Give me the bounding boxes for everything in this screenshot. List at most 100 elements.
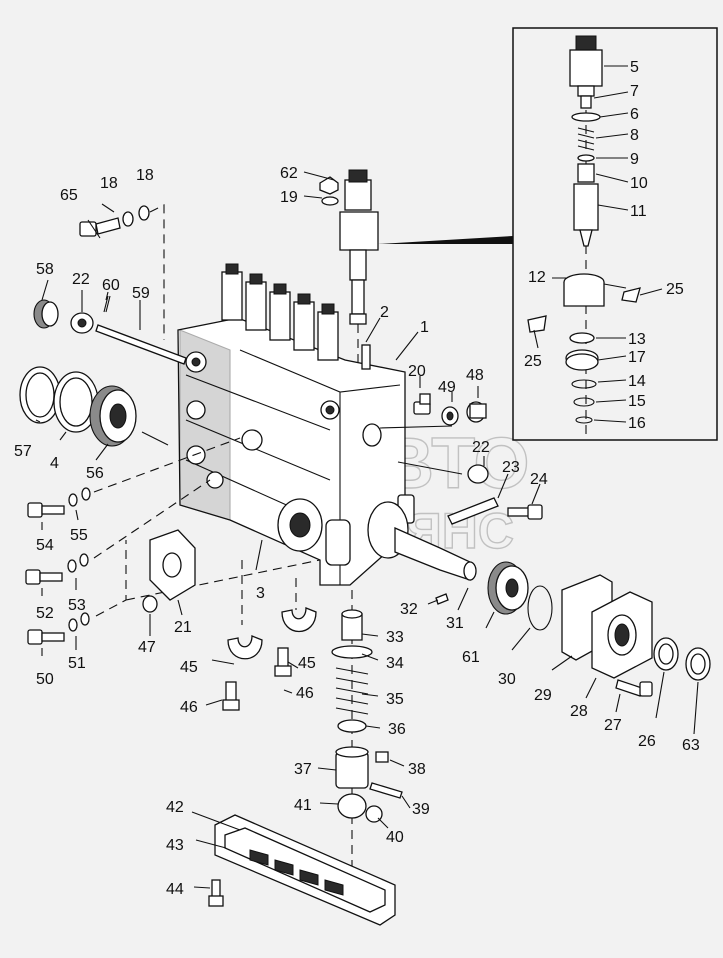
- callout-32: 32: [400, 601, 418, 618]
- ring-9: [577, 154, 595, 162]
- callout-26: 26: [638, 733, 656, 750]
- callout-30: 30: [498, 671, 516, 688]
- roller-41: [337, 793, 367, 819]
- bolt-50: [27, 629, 65, 645]
- callout-17: 17: [628, 349, 646, 366]
- leader-56: [141, 431, 169, 446]
- callout-2: 2: [380, 304, 389, 321]
- callout-62: 62: [280, 165, 298, 182]
- callout-29: 29: [534, 687, 552, 704]
- callout-60: 60: [102, 277, 120, 294]
- callout-57: 57: [14, 443, 32, 460]
- pin-39: [369, 782, 403, 799]
- callout-12: 12: [528, 269, 546, 286]
- washers-18: [122, 205, 150, 227]
- callout-18-left: 18: [100, 175, 118, 192]
- washer-19: [321, 196, 339, 206]
- ring-17: [565, 349, 599, 371]
- callout-38: 38: [408, 761, 426, 778]
- cap-48: [466, 401, 487, 423]
- washers-55: [68, 487, 91, 507]
- spring-8: [577, 127, 595, 151]
- cap-22-left: [70, 312, 94, 334]
- callout-53: 53: [68, 597, 86, 614]
- callout-35: 35: [386, 691, 404, 708]
- ring-16: [575, 416, 593, 424]
- callout-labels: 1 2 3 4 5 6 7 8 9 10 11 12 13 14 15 16 1…: [14, 59, 700, 898]
- callout-49: 49: [438, 379, 456, 396]
- callout-40: 40: [386, 829, 404, 846]
- pump-housing: [177, 263, 477, 586]
- inset-pointer-arrow: [378, 236, 513, 244]
- cap-22-right: [467, 464, 489, 484]
- callout-55: 55: [70, 527, 88, 544]
- callout-33: 33: [386, 629, 404, 646]
- callout-56: 56: [86, 465, 104, 482]
- spring-seat-34: [331, 645, 373, 659]
- ring-13: [569, 332, 595, 344]
- callout-13: 13: [628, 331, 646, 348]
- callout-11: 11: [630, 203, 647, 220]
- washers-51: [68, 612, 90, 632]
- callout-20: 20: [408, 363, 426, 380]
- spring-35: [335, 667, 369, 715]
- ring-63: [685, 647, 711, 681]
- callout-1: 1: [420, 319, 429, 336]
- leaders-45: [241, 560, 297, 625]
- bolt-44: [208, 879, 224, 907]
- nut-62: [319, 176, 339, 195]
- plug-58: [33, 299, 59, 329]
- callout-8: 8: [630, 127, 639, 144]
- callout-63: 63: [682, 737, 700, 754]
- bolt-52: [25, 569, 63, 585]
- callout-54: 54: [36, 537, 54, 554]
- callout-51: 51: [68, 655, 86, 672]
- clamp-45-left: [227, 635, 263, 660]
- callout-23: 23: [502, 459, 520, 476]
- pin-32: [435, 593, 449, 605]
- callout-36: 36: [388, 721, 406, 738]
- ring-49: [441, 406, 459, 426]
- injector-detail-inset: [512, 27, 718, 441]
- washers-53: [67, 553, 89, 573]
- washer-6: [571, 112, 601, 122]
- callout-4: 4: [50, 455, 59, 472]
- callout-28: 28: [570, 703, 588, 720]
- callout-47: 47: [138, 639, 156, 656]
- bearing-61: [487, 561, 529, 615]
- valve-holder-5: [569, 35, 603, 97]
- callout-6: 6: [630, 106, 639, 123]
- callout-27: 27: [604, 717, 622, 734]
- callout-19: 19: [280, 189, 298, 206]
- element-11: [573, 183, 599, 247]
- callout-15: 15: [628, 393, 646, 410]
- leaders-bolts: [93, 437, 321, 617]
- cover-28: [591, 591, 653, 679]
- base-plate-42: [214, 814, 396, 926]
- gasket-21: [149, 529, 196, 601]
- callout-48: 48: [466, 367, 484, 384]
- callout-31: 31: [446, 615, 464, 632]
- callout-52: 52: [36, 605, 54, 622]
- callout-41: 41: [294, 797, 312, 814]
- callout-61: 61: [462, 649, 480, 666]
- tappet-37: [335, 746, 369, 789]
- clip-25-left: [527, 315, 547, 333]
- callout-45-left: 45: [180, 659, 198, 676]
- bolt-2: [361, 344, 371, 370]
- callout-42: 42: [166, 799, 184, 816]
- callout-14: 14: [628, 373, 646, 390]
- callout-25-right: 25: [666, 281, 684, 298]
- callout-25-left: 25: [524, 353, 542, 370]
- seal-26: [653, 637, 679, 671]
- leader-lines: [35, 65, 699, 889]
- callout-24: 24: [530, 471, 548, 488]
- clip-25-right: [621, 287, 641, 303]
- callout-7: 7: [630, 83, 639, 100]
- delivery-valve-holder: [339, 169, 379, 368]
- nut-47: [142, 595, 158, 613]
- callout-9: 9: [630, 151, 639, 168]
- callout-45-right: 45: [298, 655, 316, 672]
- callout-34: 34: [386, 655, 404, 672]
